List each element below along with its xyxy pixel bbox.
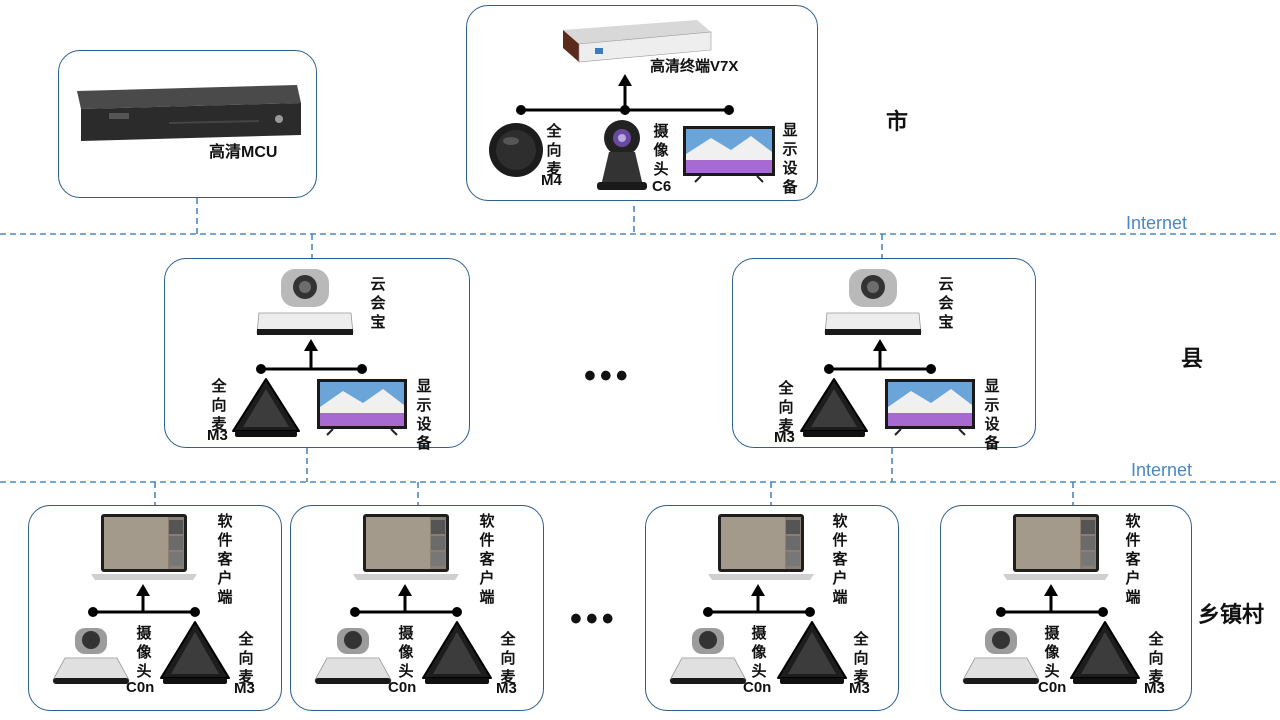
- display-city-icon: [683, 126, 775, 183]
- township-connector-t2: [350, 584, 462, 617]
- client-label-t1: 软件客户端: [217, 513, 233, 606]
- mic-m3-icon-t4: [1070, 621, 1140, 684]
- laptop-icon-t2: [353, 514, 459, 580]
- mic-m3-label-c1: 全向麦: [211, 378, 227, 433]
- mic-m3-label-t4: 全向麦: [1148, 631, 1164, 686]
- county-box-1: 云会宝 全向麦 M3 显示设备: [164, 258, 470, 452]
- township-connector-t4: [996, 584, 1108, 617]
- county-connector-1: [256, 339, 367, 374]
- laptop-icon-t4: [1003, 514, 1109, 580]
- mic-m3-label-c2: 全向麦: [778, 380, 794, 435]
- laptop-icon-t3: [708, 514, 814, 580]
- mic-m3-icon-c1: [232, 378, 300, 437]
- display-label-c1: 显示设备: [416, 378, 432, 452]
- mcu-label: 高清MCU: [209, 144, 278, 161]
- township-box-2: 软件客户端 摄像头 C0n 全向麦 M3: [290, 505, 544, 711]
- internet-label-lower: Internet: [1131, 460, 1193, 480]
- camera-c0n-icon-t1: [52, 628, 130, 684]
- mic-m3-label-t1: 全向麦: [238, 631, 254, 686]
- mic-m4-label: 全向麦: [546, 123, 562, 178]
- camera-c6-icon: [597, 120, 647, 190]
- camera-c0n-icon-t3: [669, 628, 747, 684]
- terminal-label: 高清终端V7X: [650, 58, 739, 75]
- township-box-1: 软件客户端 摄像头 C0n 全向麦 M3: [28, 505, 282, 711]
- mcu-server-icon: [77, 85, 301, 141]
- county-connector-2: [824, 339, 936, 374]
- client-label-t4: 软件客户端: [1125, 513, 1141, 606]
- mic-m3-icon-c2: [800, 378, 868, 437]
- camera-c0n-label-t4: 摄像头: [1044, 625, 1060, 680]
- display-label-c2: 显示设备: [984, 378, 1000, 452]
- display-city-label: 显示设备: [782, 122, 798, 196]
- display-icon-c1: [317, 379, 407, 436]
- township-box-4: 软件客户端 摄像头 C0n 全向麦 M3: [940, 505, 1192, 711]
- county-box-2: 云会宝 全向麦 M3 显示设备: [732, 258, 1036, 452]
- township-connector-t1: [88, 584, 200, 617]
- city-connector: [516, 74, 734, 115]
- mic-m3-icon-t3: [777, 621, 847, 684]
- camera-c6-label: 摄像头: [653, 123, 669, 178]
- cloud-box-label-2: 云会宝: [938, 276, 954, 331]
- laptop-icon-t1: [91, 514, 197, 580]
- mic-m3-icon-t2: [422, 621, 492, 684]
- camera-c0n-label-t2: 摄像头: [398, 625, 414, 680]
- camera-c0n-label-t3: 摄像头: [751, 625, 767, 680]
- client-label-t2: 软件客户端: [479, 513, 495, 606]
- camera-c0n-label-t1: 摄像头: [136, 625, 152, 680]
- mic-m3-label-t3: 全向麦: [853, 631, 869, 686]
- county-ellipsis: •••: [584, 357, 632, 395]
- mcu-box: 高清MCU: [58, 50, 317, 198]
- township-ellipsis: •••: [570, 600, 618, 638]
- tier-label-city: 市: [886, 109, 909, 134]
- township-box-3: 软件客户端 摄像头 C0n 全向麦 M3: [645, 505, 899, 711]
- internet-label-upper: Internet: [1126, 213, 1188, 233]
- tier-label-county: 县: [1181, 346, 1204, 371]
- cloud-box-icon-1: [256, 269, 354, 335]
- cloud-box-label-1: 云会宝: [370, 276, 386, 331]
- city-terminal-box: 高清终端V7X 全向麦 M4 摄像头 C6 显示设备: [466, 5, 818, 201]
- mic-m3-label-t2: 全向麦: [500, 631, 516, 686]
- terminal-v7x-icon: [563, 20, 712, 63]
- client-label-t3: 软件客户端: [832, 513, 848, 606]
- mic-m3-icon-t1: [160, 621, 230, 684]
- mic-m4-icon: [489, 123, 543, 177]
- township-connector-t3: [703, 584, 815, 617]
- tier-label-township: 乡镇村: [1198, 602, 1265, 627]
- display-icon-c2: [885, 379, 975, 436]
- cloud-box-icon-2: [824, 269, 922, 335]
- camera-c0n-icon-t4: [962, 628, 1040, 684]
- camera-c0n-icon-t2: [314, 628, 392, 684]
